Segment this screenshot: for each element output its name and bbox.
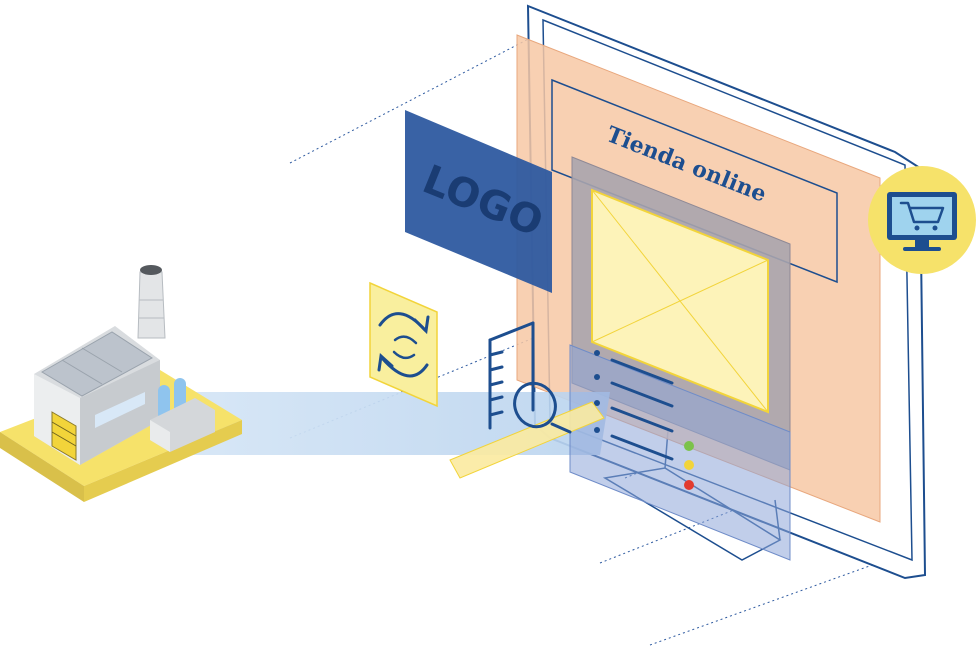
cart-badge bbox=[868, 166, 976, 274]
chimney-top bbox=[140, 265, 162, 275]
status-dot-red bbox=[684, 480, 694, 490]
logo-panel: LOGO bbox=[405, 110, 552, 293]
status-dot-yellow bbox=[684, 460, 694, 470]
factory-icon bbox=[0, 265, 242, 502]
sync-card bbox=[369, 281, 438, 408]
image-placeholder bbox=[591, 188, 769, 414]
list-items bbox=[594, 350, 674, 461]
list-line bbox=[610, 381, 674, 408]
magnifier-icon bbox=[488, 321, 572, 434]
list-bullet bbox=[594, 350, 600, 356]
status-dot-green bbox=[684, 441, 694, 451]
shopping-cart-monitor-icon bbox=[887, 192, 957, 251]
floor-slab bbox=[449, 401, 605, 479]
list-line bbox=[610, 358, 674, 385]
sync-arrows-icon bbox=[377, 312, 430, 378]
list-bullet bbox=[594, 400, 600, 406]
website-header-bar bbox=[551, 78, 838, 284]
status-dots bbox=[684, 441, 694, 490]
list-bullet bbox=[594, 374, 600, 380]
factory-door bbox=[51, 411, 77, 461]
list-line bbox=[610, 434, 674, 461]
list-bullet bbox=[594, 427, 600, 433]
list-line bbox=[610, 406, 674, 433]
